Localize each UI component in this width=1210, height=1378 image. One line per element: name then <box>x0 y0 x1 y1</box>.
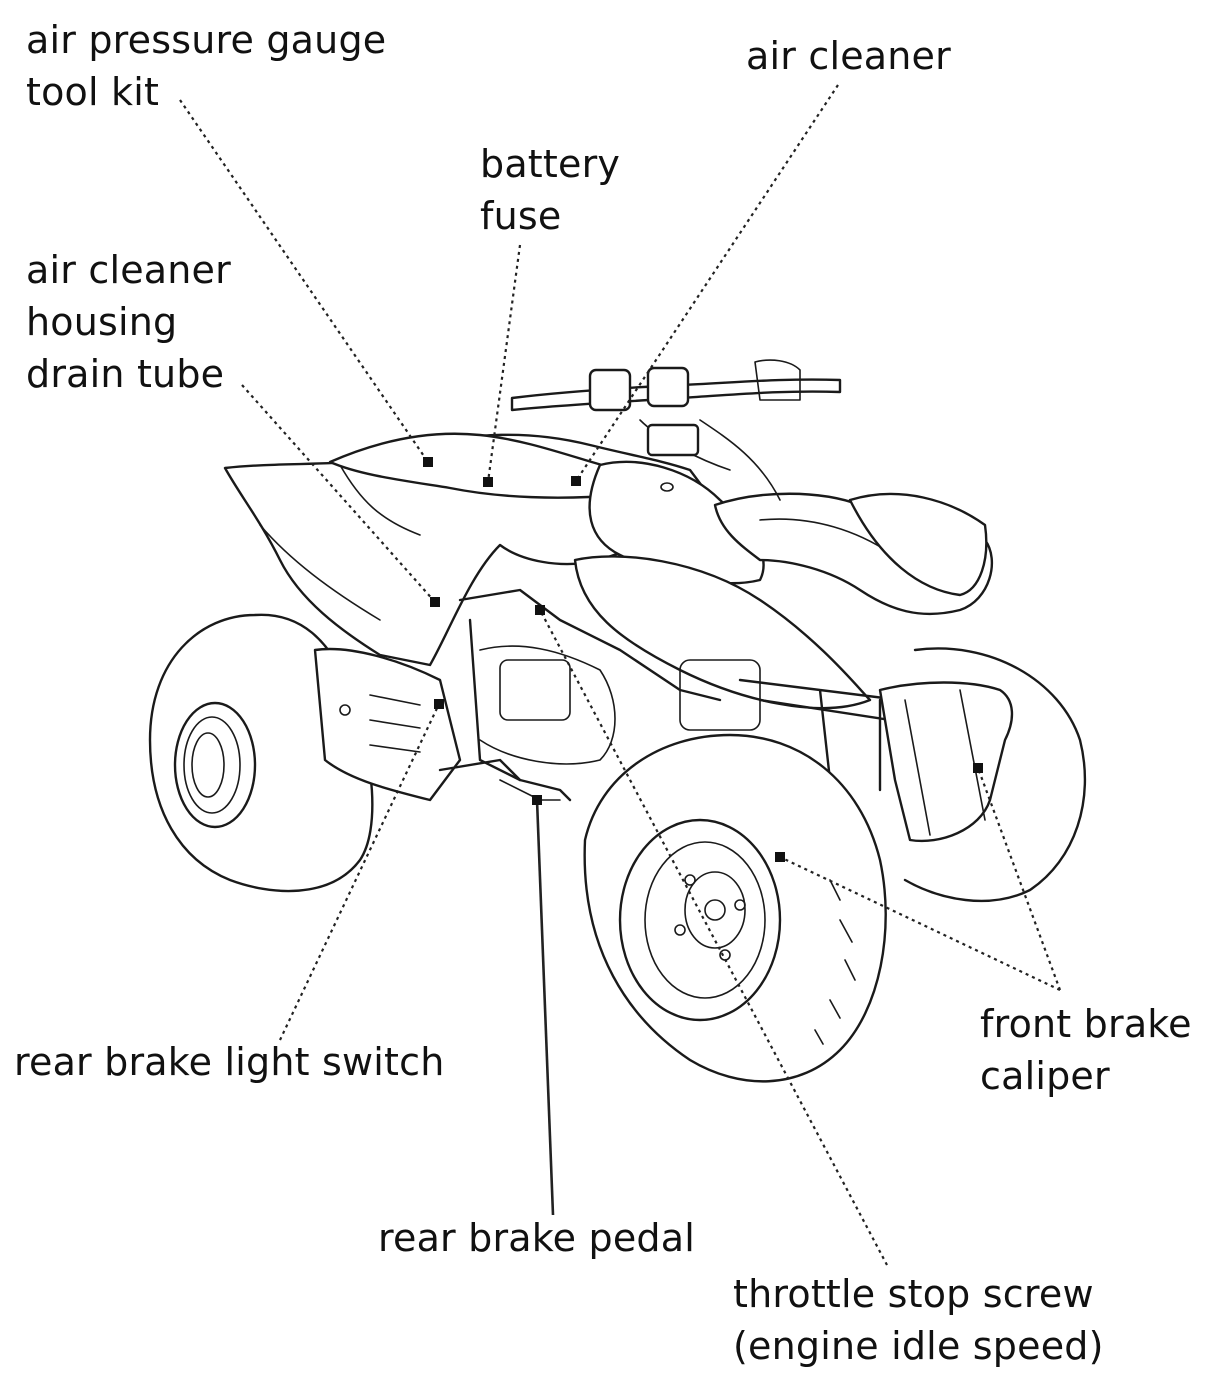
leader-rear-brake-pedal <box>535 799 555 1216</box>
atv-body <box>223 359 1014 843</box>
label-air-cleaner: air cleaner <box>746 30 951 82</box>
leader-battery-fuse <box>486 244 522 483</box>
label-battery-fuse: battery fuse <box>480 138 620 242</box>
label-tool-kit: tool kit <box>26 70 160 114</box>
label-rear-brake-light-switch-text: rear brake light switch <box>14 1040 445 1084</box>
leader-throttle-stop-screw <box>539 609 888 1266</box>
leader-front-brake-caliper-1 <box>976 767 1062 991</box>
label-air-pressure-gauge-tool-kit: air pressure gauge tool kit <box>26 14 386 118</box>
marker-rear-brake-pedal <box>532 795 542 805</box>
marker-air-cleaner <box>571 476 581 486</box>
atv-illustration <box>148 359 1087 1083</box>
label-front-brake-caliper: front brake caliper <box>980 998 1192 1102</box>
label-front-brake: front brake <box>980 1002 1192 1046</box>
marker-drain-tube <box>430 597 440 607</box>
marker-rear-brake-light-switch <box>434 699 444 709</box>
marker-tool-kit <box>423 457 433 467</box>
leader-air-cleaner <box>575 84 839 482</box>
label-throttle-stop-screw-line-1: throttle stop screw <box>733 1272 1094 1316</box>
label-air-cleaner-text: air cleaner <box>746 34 951 78</box>
label-drain-line-1: air cleaner <box>26 248 231 292</box>
leader-lines <box>179 84 1062 1266</box>
label-rear-brake-light-switch: rear brake light switch <box>14 1036 445 1088</box>
marker-throttle-stop-screw <box>535 605 545 615</box>
label-throttle-stop-screw: throttle stop screw (engine idle speed) <box>733 1268 1104 1372</box>
leader-tool-kit <box>179 99 429 463</box>
marker-battery-fuse <box>483 477 493 487</box>
marker-front-wheel <box>775 852 785 862</box>
label-air-pressure-gauge: air pressure gauge <box>26 18 387 62</box>
label-rear-brake-pedal: rear brake pedal <box>378 1212 695 1264</box>
label-drain-line-2: housing <box>26 300 178 344</box>
label-drain-line-3: drain tube <box>26 352 225 396</box>
marker-front-brake-caliper <box>973 763 983 773</box>
label-caliper: caliper <box>980 1054 1110 1098</box>
front-left-wheel <box>583 733 887 1083</box>
label-fuse: fuse <box>480 194 562 238</box>
leader-rear-brake-light-switch <box>279 703 440 1041</box>
label-air-cleaner-housing-drain-tube: air cleaner housing drain tube <box>26 244 231 400</box>
label-throttle-stop-screw-line-2: (engine idle speed) <box>733 1324 1104 1368</box>
leader-front-brake-caliper-2 <box>779 856 1061 991</box>
label-rear-brake-pedal-text: rear brake pedal <box>378 1216 695 1260</box>
label-battery: battery <box>480 142 621 186</box>
marker-dots <box>423 457 983 862</box>
rear-left-wheel <box>148 613 374 893</box>
